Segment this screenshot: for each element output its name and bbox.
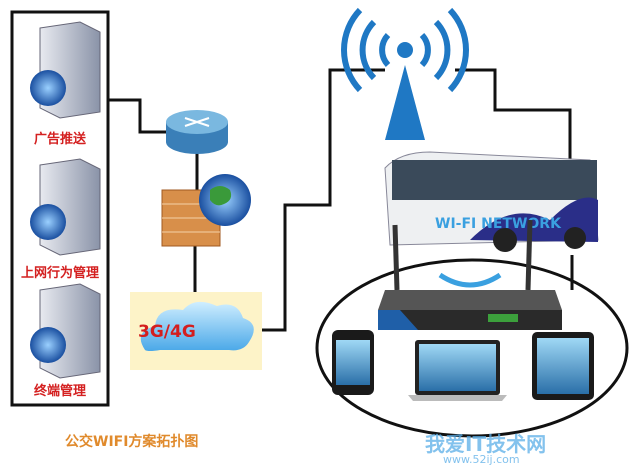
wifi-router-device — [378, 219, 562, 330]
server-label: 终端管理 — [33, 384, 86, 399]
watermark-url: www.52ij.com — [443, 453, 520, 466]
server-icon — [30, 283, 101, 379]
antenna-tower-icon — [341, 7, 469, 140]
bus-image: WI-FI NETWORK — [384, 151, 599, 252]
watermark-name: 我爱IT技术网 — [425, 432, 547, 456]
tablet-icon — [532, 332, 594, 400]
server-icon — [30, 158, 101, 256]
server-group-box — [10, 10, 110, 407]
diagram-caption: 公交WIFI方案拓扑图 — [65, 434, 199, 450]
connection-lines — [108, 68, 574, 332]
bus-wifi-sign: WI-FI NETWORK — [435, 216, 562, 232]
server-icon — [30, 21, 101, 119]
server-label: 上网行为管理 — [20, 266, 99, 281]
client-devices-ellipse — [315, 258, 629, 438]
server-label: 广告推送 — [33, 132, 86, 147]
cloud-icon — [140, 301, 254, 351]
router-icon — [166, 110, 228, 154]
laptop-icon — [408, 340, 507, 401]
smartphone-icon — [332, 330, 374, 395]
cloud-label: 3G/4G — [138, 322, 196, 342]
